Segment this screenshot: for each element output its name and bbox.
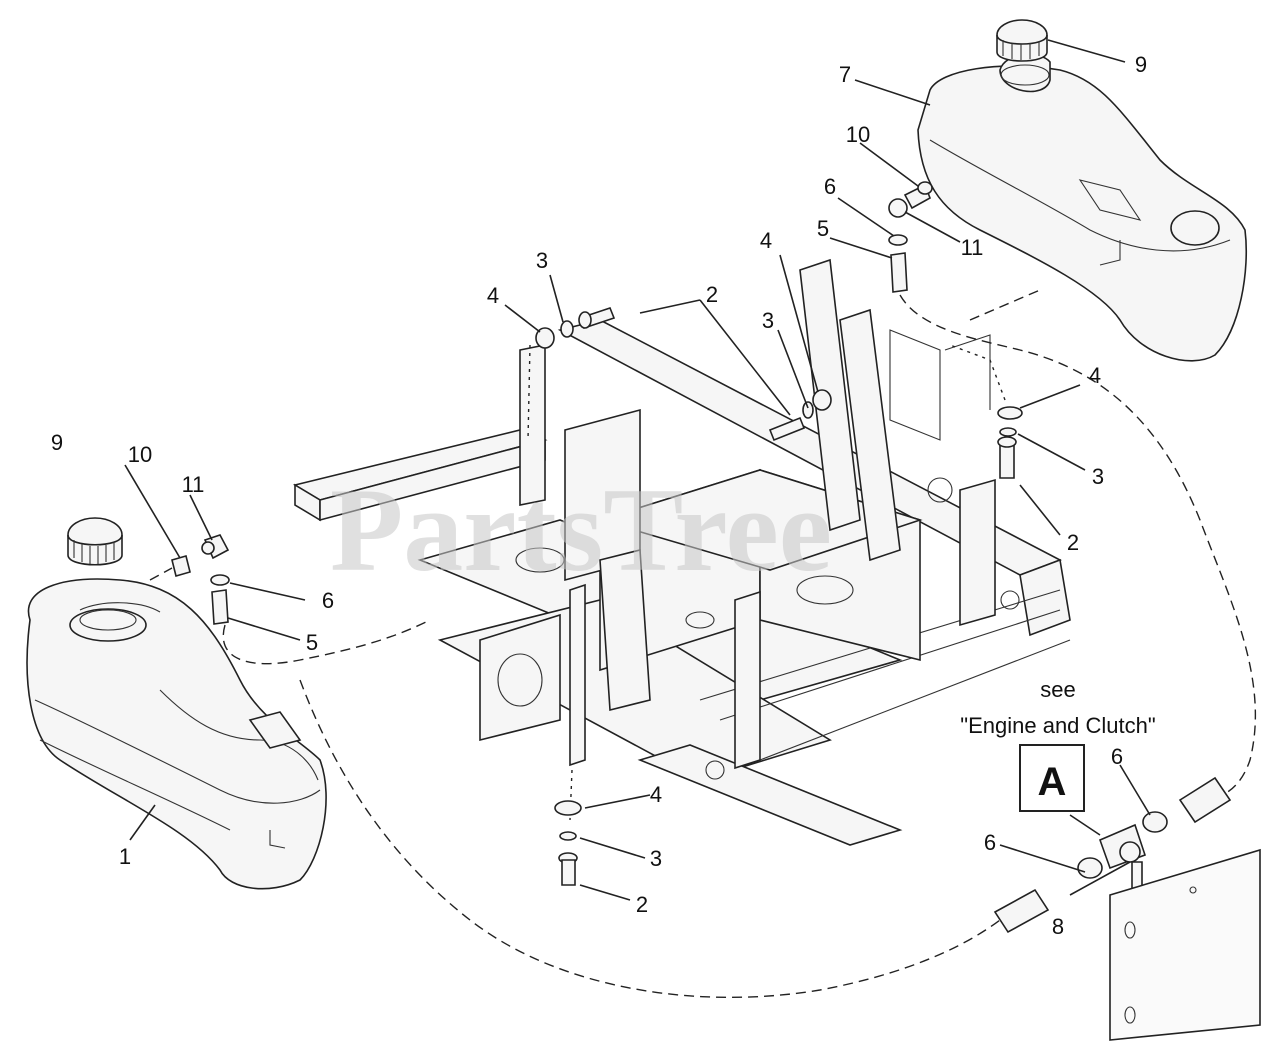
callout-11-right: 11 [961,235,984,260]
left-fuel-tank [26,578,327,890]
callout-5-right: 5 [817,216,829,241]
watermark: PartsTree [330,463,832,596]
callout-4-mid: 4 [760,228,772,253]
callout-3-mid: 3 [762,308,774,333]
callout-6-right: 6 [824,174,836,199]
callout-6-valve-right: 6 [1111,744,1123,769]
leader-lines [124,39,1151,901]
reference-letter: A [1038,760,1067,804]
left-fuel-fittings [149,534,431,665]
engine-clutch-reference: A see "Engine and Clutch" [960,677,1156,836]
right-fuel-tank [917,53,1248,362]
callout-4-top-left: 4 [487,283,499,308]
callout-11-left: 11 [182,472,205,497]
callout-7: 7 [839,62,851,87]
left-fuel-cap [67,517,123,566]
callout-6-valve-left: 6 [984,830,996,855]
callout-3-top-left: 3 [536,248,548,273]
reference-note-line2: "Engine and Clutch" [960,713,1155,738]
callout-10-left: 10 [128,442,152,467]
hardware-mid [768,389,832,442]
chassis-frame [292,258,1071,846]
fuel-valve-assembly [993,776,1261,1041]
callout-8: 8 [1052,914,1064,939]
callout-4-bottom: 4 [650,782,662,807]
hardware-right [949,344,1023,479]
hardware-bottom [554,769,582,886]
hardware-top-left [527,307,616,441]
callouts: 1 2 2 2 2 3 3 3 3 4 4 4 4 5 5 6 6 6 6 7 … [51,52,1147,939]
callout-3-bottom: 3 [650,846,662,871]
right-fuel-cap [996,19,1048,62]
callout-9-right: 9 [1135,52,1147,77]
right-fuel-fittings [888,181,1257,801]
callout-6-left: 6 [322,588,334,613]
callout-2-right: 2 [1067,530,1079,555]
fuel-line [299,679,1001,999]
callout-4-right: 4 [1089,363,1101,388]
callout-1: 1 [119,844,131,869]
callout-3-right: 3 [1092,464,1104,489]
callout-5-left: 5 [306,630,318,655]
reference-box [1019,744,1085,812]
callout-9-left: 9 [51,430,63,455]
reference-note-line1: see [1040,677,1075,702]
callout-2-top: 2 [706,282,718,307]
callout-10-right: 10 [846,122,870,147]
callout-2-bottom: 2 [636,892,648,917]
